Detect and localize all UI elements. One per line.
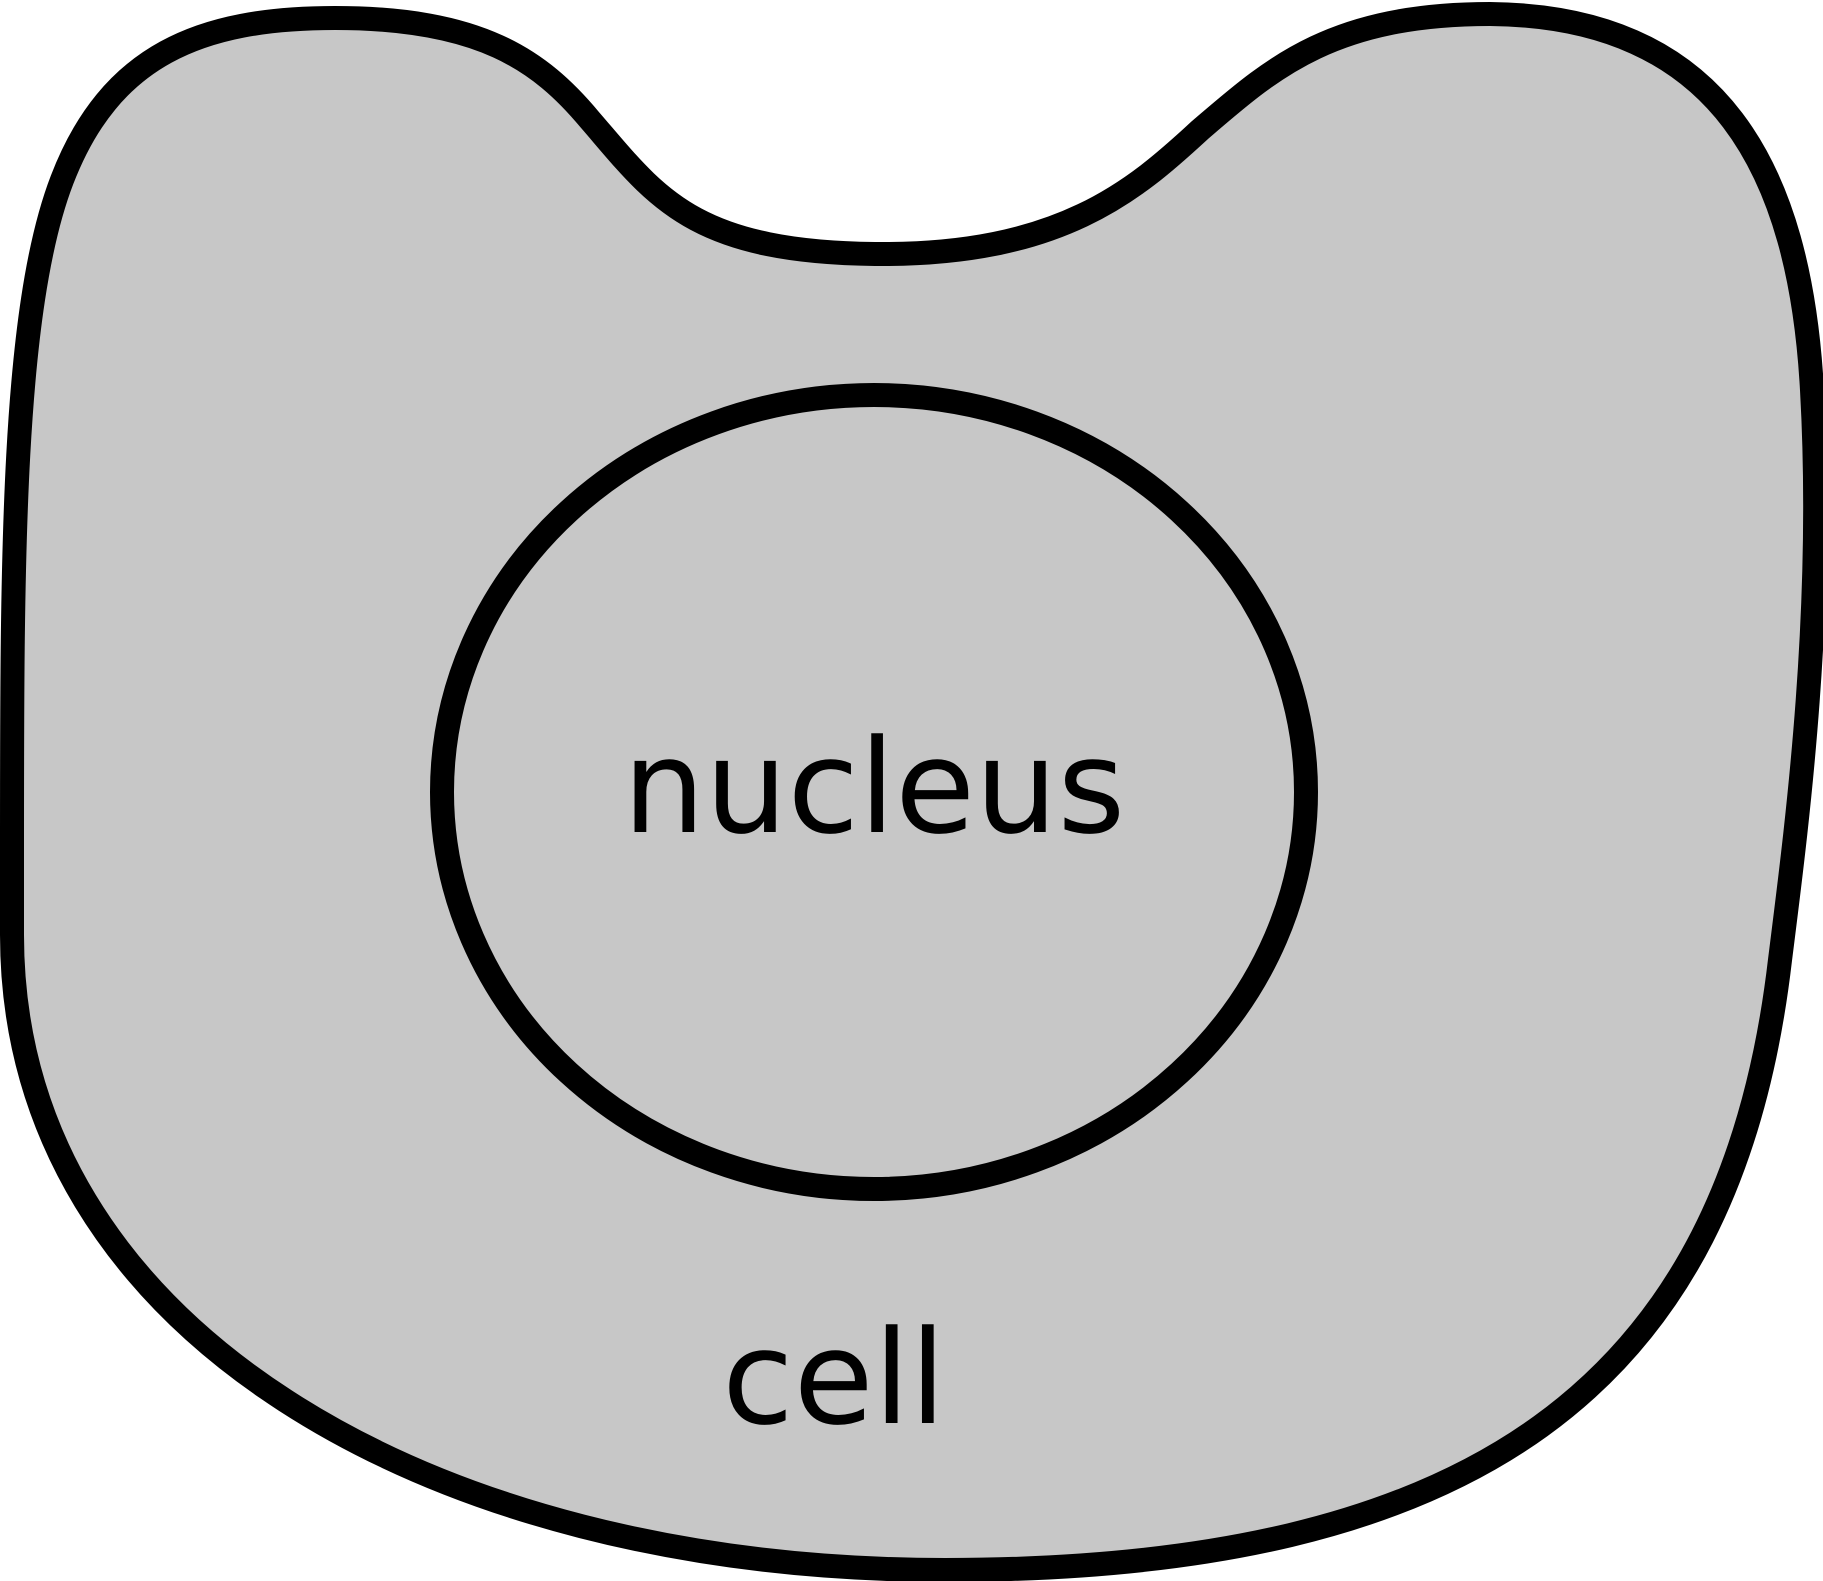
nucleus-label: nucleus xyxy=(623,711,1125,863)
cell-label: cell xyxy=(722,1302,946,1454)
nucleus-membrane xyxy=(430,383,1318,1201)
